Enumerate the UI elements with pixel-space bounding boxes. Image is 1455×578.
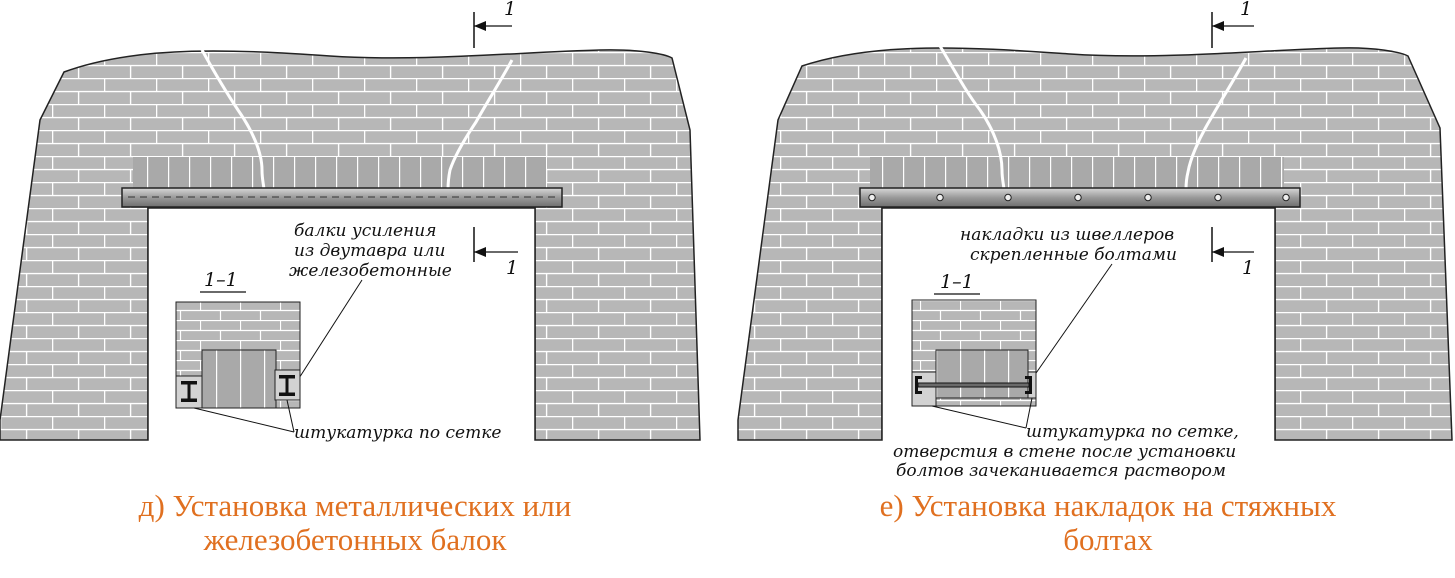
crack-left bbox=[938, 45, 1006, 191]
callout-plaster-leader-1 bbox=[931, 405, 1027, 429]
section-title: 1–1 bbox=[204, 269, 238, 291]
section-marker-right-label: 1 bbox=[506, 257, 518, 279]
callout-beam-line-2: из двутавра или bbox=[294, 241, 445, 261]
bolt-icon bbox=[1074, 193, 1082, 202]
callout-beam-leader bbox=[293, 279, 363, 387]
channel-icon bbox=[915, 376, 922, 394]
caption-line-1: д) Установка металлических или bbox=[139, 488, 572, 523]
callout-plaster: штукатурка по сетке bbox=[294, 423, 501, 443]
arrowhead-icon bbox=[474, 247, 486, 257]
callout-channel-line-2: скрепленные болтами bbox=[970, 245, 1177, 265]
panel-right: 1 1 накладки из швеллеров скрепленные бо… bbox=[737, 0, 1453, 557]
arrowhead-icon bbox=[474, 21, 486, 31]
section-detail bbox=[175, 301, 301, 409]
tie-bolt bbox=[917, 382, 1030, 388]
callout-plaster-line-2: отверстия в стене после установки bbox=[893, 442, 1236, 462]
i-beam-icon bbox=[181, 381, 197, 402]
caption-line-2: болтах bbox=[1063, 522, 1153, 557]
channel-icon bbox=[1025, 376, 1032, 394]
bolt-icon bbox=[1144, 193, 1152, 202]
bolt-icon bbox=[868, 193, 876, 202]
callout-beam-line-1: балки усиления bbox=[294, 221, 436, 241]
callout-plaster-leader-2 bbox=[1025, 397, 1033, 429]
panel-left: 1 1 балки усиления из двутавра или желез… bbox=[0, 0, 701, 557]
crack-right bbox=[1184, 57, 1248, 191]
section-lintel-bricks bbox=[935, 349, 1029, 399]
callout-plaster-line-3: болтов зачеканивается раствором bbox=[896, 461, 1226, 481]
arrowhead-icon bbox=[1212, 21, 1224, 31]
callout-channel-line-1: накладки из швеллеров bbox=[960, 225, 1174, 245]
caption-line-1: е) Установка накладок на стяжных bbox=[880, 488, 1337, 523]
callout-beam-line-3: железобетонные bbox=[289, 261, 452, 281]
crack-right bbox=[446, 59, 514, 191]
callout-plaster-line-1: штукатурка по сетке, bbox=[1026, 422, 1239, 442]
section-detail bbox=[911, 299, 1037, 407]
callout-plaster-leader-2 bbox=[286, 399, 295, 433]
bolt-icon bbox=[1214, 193, 1222, 202]
caption-line-2: железобетонных балок bbox=[203, 522, 508, 557]
bolt-icon bbox=[1004, 193, 1012, 202]
crack-left bbox=[200, 49, 266, 191]
brick-wall bbox=[737, 47, 1453, 441]
i-beam-icon bbox=[279, 375, 295, 396]
arch-brick-row bbox=[870, 157, 1284, 191]
callout-channel-leader bbox=[1033, 263, 1113, 377]
arrowhead-icon bbox=[1212, 247, 1224, 257]
section-marker-top-label: 1 bbox=[504, 0, 516, 20]
callout-plaster-leader-1 bbox=[193, 407, 295, 433]
section-title: 1–1 bbox=[940, 271, 974, 293]
section-marker-top-label: 1 bbox=[1240, 0, 1252, 20]
brick-wall bbox=[0, 49, 701, 441]
bolt-holes bbox=[868, 193, 1290, 202]
section-lintel-bricks bbox=[201, 349, 277, 409]
arch-brick-row bbox=[133, 157, 547, 191]
section-marker-right-label: 1 bbox=[1242, 257, 1254, 279]
reinforcement-beam bbox=[121, 187, 563, 208]
bolt-icon bbox=[1282, 193, 1290, 202]
bolt-icon bbox=[936, 193, 944, 202]
